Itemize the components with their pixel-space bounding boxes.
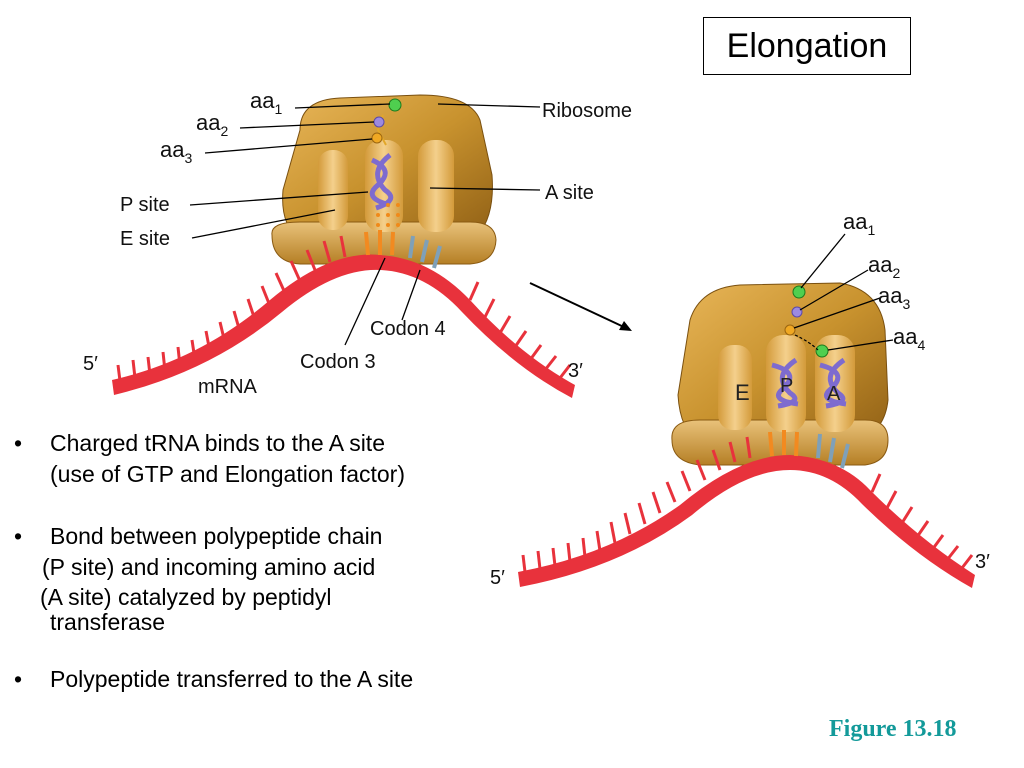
- bullet-2-line-1: Bond between polypeptide chain: [50, 523, 383, 549]
- label2-aa4: aa4: [893, 324, 925, 353]
- label-a-letter: A: [827, 383, 841, 405]
- label-aa3: aa3: [160, 137, 192, 166]
- codon-4-bases: [408, 235, 442, 269]
- label2-aa2: aa2: [868, 252, 900, 281]
- label-p-letter: P: [780, 375, 793, 397]
- bullet-dot: •: [14, 430, 23, 456]
- figure-label: Figure 13.18: [829, 716, 957, 742]
- mrna-bases-1: [116, 235, 572, 382]
- codon-p-bases-2: [768, 430, 799, 457]
- aa2-ball: [373, 116, 385, 128]
- aa3-ball: [371, 132, 383, 144]
- label-e-letter: E: [735, 380, 750, 405]
- bullet-1-line-1: Charged tRNA binds to the A site: [50, 430, 385, 456]
- bullet-2-line-2: (P site) and incoming amino acid: [42, 554, 376, 580]
- label2-aa1: aa1: [843, 209, 875, 238]
- label-p-site: P site: [120, 194, 170, 216]
- bullet-item-3: • Polypeptide transferred to the A site: [14, 664, 514, 695]
- bullet-dot: •: [14, 666, 23, 692]
- mrna-strand-1: [112, 254, 575, 398]
- bullet-3-line-1: Polypeptide transferred to the A site: [50, 666, 414, 692]
- label2-aa3: aa3: [878, 283, 910, 312]
- label-5-prime-1: 5′: [83, 353, 98, 375]
- transition-arrow: [529, 282, 632, 331]
- trna-helix-p: [771, 357, 799, 409]
- label-3-prime-1: 3′: [568, 360, 583, 382]
- trna-helix-a: [819, 357, 847, 409]
- aa1-ball: [388, 98, 402, 112]
- codon-pairing-dots: [376, 203, 400, 227]
- bullet-item-1: • Charged tRNA binds to the A site (use …: [14, 428, 514, 490]
- leader-lines-1: [189, 103, 541, 346]
- bullet-list: • Charged tRNA binds to the A site (use …: [14, 428, 514, 726]
- aa4-ball-2: [815, 344, 829, 358]
- label-mrna: mRNA: [198, 376, 258, 398]
- trna-helix: [369, 153, 394, 211]
- e-site-channel-2: [718, 345, 752, 430]
- diagram-2: E P A aa1 aa2 aa3: [490, 209, 990, 589]
- bullet-item-2: • Bond between polypeptide chain (P site…: [14, 521, 514, 635]
- aa3-ball-2: [784, 324, 796, 336]
- codon-a-bases-2: [816, 433, 850, 469]
- label-codon-4: Codon 4: [370, 318, 446, 340]
- mrna-strand-2: [518, 455, 975, 588]
- label-ribosome: Ribosome: [542, 100, 632, 122]
- label-e-site: E site: [120, 228, 170, 250]
- mrna-bases-2: [521, 436, 974, 573]
- slide-title: Elongation: [703, 17, 911, 75]
- label-a-site: A site: [545, 182, 594, 204]
- bullet-2-line-4: transferase: [50, 609, 166, 635]
- label-aa1: aa1: [250, 88, 282, 117]
- bullet-2-line-3: (A site) catalyzed by peptidyl: [40, 584, 332, 610]
- bullet-dot: •: [14, 523, 23, 549]
- e-site-channel: [318, 150, 348, 230]
- aa1-ball-2: [792, 285, 806, 299]
- label-5-prime-2: 5′: [490, 567, 505, 589]
- codon-3-bases: [364, 230, 395, 256]
- label-codon-3: Codon 3: [300, 351, 376, 373]
- aa2-ball-2: [791, 306, 803, 318]
- label-3-prime-2: 3′: [975, 551, 990, 573]
- a-site-channel: [418, 140, 454, 232]
- label-aa2: aa2: [196, 110, 228, 139]
- leader-lines-2: [793, 233, 894, 351]
- bullet-1-line-2: (use of GTP and Elongation factor): [50, 461, 405, 487]
- diagram-1: aa1 aa2 aa3 Ribosome P site E site A sit…: [83, 88, 632, 398]
